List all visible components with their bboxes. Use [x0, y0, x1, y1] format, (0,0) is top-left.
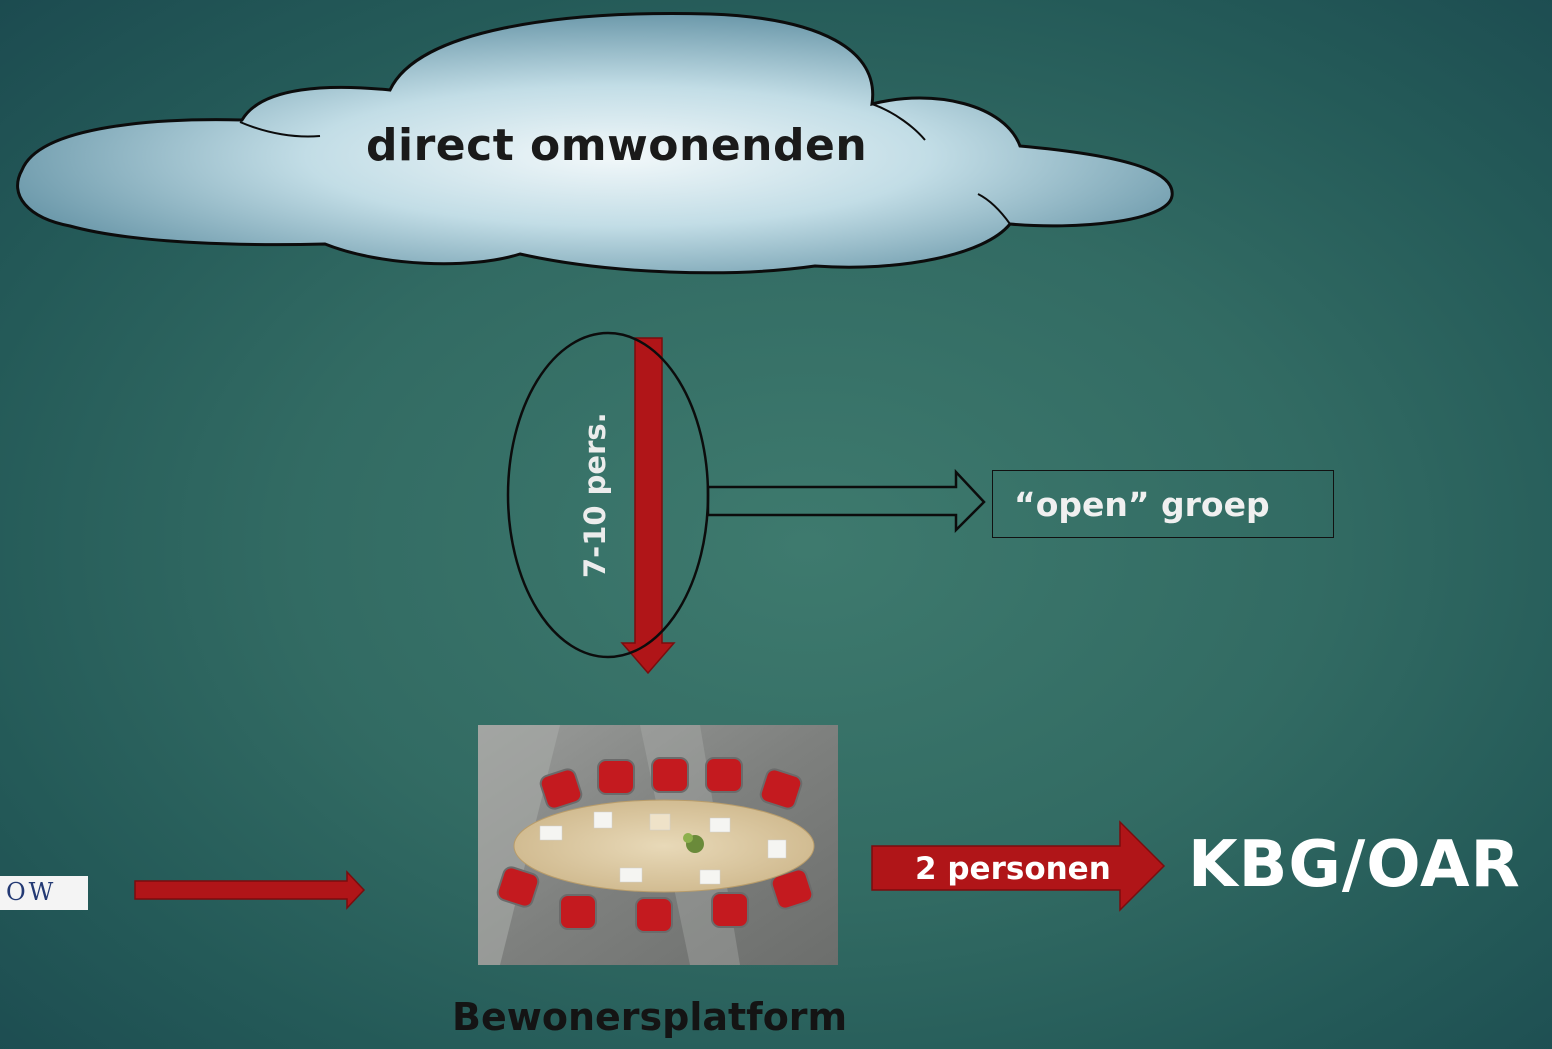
target-label: KBG/OAR: [1188, 828, 1521, 902]
logo-text: OW: [6, 878, 57, 906]
meeting-photo: [478, 725, 838, 965]
cloud-inner-line: [977, 193, 1011, 225]
down-arrow: [620, 337, 676, 675]
open-group-box: [992, 470, 1334, 538]
hollow-arrow: [706, 468, 986, 534]
cloud-inner-line: [239, 121, 321, 138]
open-group-label: “open” groep: [1014, 485, 1270, 524]
delegation-arrow-label: 2 personen: [915, 851, 1111, 887]
cloud-inner-line: [871, 103, 926, 141]
delegation-arrow: [871, 820, 1166, 912]
logo-fragment: [0, 876, 88, 910]
small-right-arrow: [134, 870, 366, 910]
cloud-shape: [16, 12, 1174, 275]
cloud-label: direct omwonenden: [366, 120, 868, 171]
group-size-label: 7-10 pers.: [578, 412, 612, 578]
platform-label: Bewonersplatform: [452, 995, 848, 1039]
